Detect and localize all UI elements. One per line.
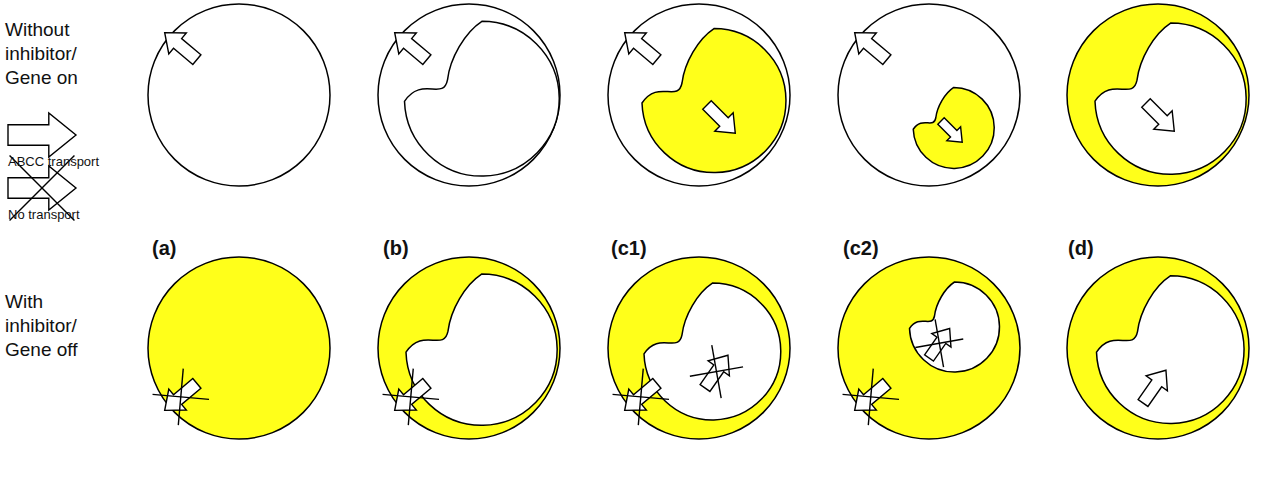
efflux-arrow (382, 368, 440, 426)
cell (608, 257, 790, 439)
block-cross (915, 319, 963, 367)
cell-membrane (378, 4, 560, 186)
cell-membrane (148, 4, 330, 186)
influx-arrow (1132, 363, 1176, 411)
efflux-arrow (846, 22, 896, 70)
efflux-arrow (152, 368, 210, 426)
cell (148, 4, 330, 186)
vacuole-shape (1097, 276, 1245, 424)
cells (148, 4, 1249, 439)
block-cross (383, 369, 439, 425)
block-cross (613, 369, 669, 425)
block-cross (843, 369, 899, 425)
transport-arrow (386, 22, 436, 70)
legend-text: ABCC transport (8, 154, 99, 170)
vacuole-shape (405, 21, 560, 176)
vacuole-shape (642, 29, 786, 173)
cell-membrane (1067, 4, 1249, 186)
transport-arrow (698, 96, 745, 143)
influx-arrow (934, 114, 969, 149)
cell (1067, 257, 1249, 439)
block-cross (843, 369, 899, 425)
block-cross (153, 369, 209, 425)
efflux-arrow (386, 22, 436, 70)
efflux-arrow (842, 368, 900, 426)
panel-label: (c1) (611, 236, 647, 261)
panel-label: (d) (1068, 236, 1094, 261)
legend-text: No transport (8, 207, 80, 223)
transport-arrow (934, 114, 969, 149)
transport-arrow (616, 22, 666, 70)
efflux-arrow (616, 22, 666, 70)
cell (1067, 4, 1249, 186)
panel-label: (a) (152, 236, 176, 261)
cell (838, 257, 1020, 439)
cell (838, 4, 1020, 186)
block-cross (690, 345, 743, 398)
cell-membrane (378, 257, 560, 439)
row-heading: Without inhibitor/ Gene on (5, 18, 100, 89)
influx-arrow (689, 344, 743, 399)
transport-arrow (156, 22, 206, 70)
cell-membrane (608, 257, 790, 439)
cell (378, 257, 560, 439)
cell-membrane (838, 257, 1020, 439)
block-cross (613, 369, 669, 425)
vacuole-shape (406, 274, 557, 425)
cell-membrane (608, 4, 790, 186)
influx-arrow (1137, 94, 1184, 141)
cell (148, 257, 330, 439)
efflux-arrow (612, 368, 670, 426)
cell-membrane (148, 257, 330, 439)
block-cross (153, 369, 209, 425)
transport-arrow (1137, 94, 1184, 141)
influx-arrow (915, 319, 964, 368)
row-heading: With inhibitor/ Gene off (5, 290, 100, 361)
influx-arrow (698, 96, 745, 143)
cell (608, 4, 790, 186)
block-cross (690, 345, 743, 398)
panel-label: (c2) (843, 236, 879, 261)
block-cross (915, 319, 963, 367)
cell-membrane (1067, 257, 1249, 439)
block-cross (383, 369, 439, 425)
vacuole-shape (913, 87, 994, 168)
legend-arrow (8, 113, 76, 157)
panel-label: (b) (383, 236, 409, 261)
cell (378, 4, 560, 186)
efflux-arrow (156, 22, 206, 70)
transport-arrow (1132, 363, 1176, 411)
transport-arrow (8, 113, 76, 157)
transport-arrow (846, 22, 896, 70)
vacuole-shape (910, 282, 1000, 372)
vacuole-shape (1095, 23, 1246, 174)
cell-membrane (838, 4, 1020, 186)
